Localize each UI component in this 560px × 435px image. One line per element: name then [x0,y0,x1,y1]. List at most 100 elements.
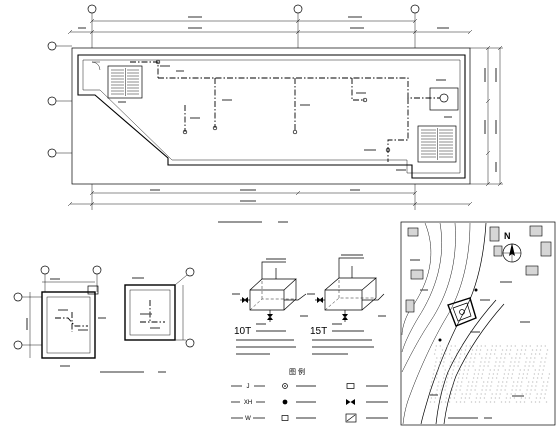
legend-row: J [231,383,355,390]
compass-north-label: N [504,231,511,241]
grid-line [56,13,416,210]
riser-symbol [362,97,368,103]
valve-symbol [317,297,323,303]
grid-bubble [47,148,57,158]
stair-enclosure [417,125,457,163]
valve-symbol [267,314,273,320]
top-dimension-line [67,18,473,35]
right-dimension-line [470,45,503,187]
grid-bubble [13,292,23,302]
building-footprint [493,245,503,257]
grid-bubble [13,340,23,350]
parapet-line [82,59,461,174]
site-marker [459,309,465,315]
pipe-line [351,78,365,101]
building-footprint [525,265,539,276]
site-plan: N [400,221,556,426]
tank-10t-isometric: 10T [234,261,307,337]
tank-15t-label: 15T [310,326,327,337]
fire-water-pipes [130,59,440,162]
legend-symbol-dot [284,385,286,387]
tank-room-plan-left [13,265,102,359]
pipe-line [130,61,159,78]
building-outline [77,54,466,179]
valve-symbol [342,314,348,320]
legend-title: 图 例 [289,367,305,376]
grid-bubble [47,96,57,106]
stair-enclosure [107,65,143,99]
tank-hidden-edges [249,279,296,311]
project-site-inner [452,302,472,322]
legend-code: XH [244,400,252,406]
legend-symbol [281,415,289,421]
legend-row: XH [231,399,355,406]
riser-symbol [182,129,188,135]
riser-symbol [292,129,298,135]
riser-symbol [155,59,161,65]
grid-bubble [293,4,303,14]
tank-room [429,87,459,111]
grid-bubble [185,338,195,348]
pipe-line [55,317,88,327]
access-hatch [87,285,99,295]
room-wall-inner [46,296,91,354]
left-stair [91,61,143,99]
site-hatch [429,345,551,403]
plan-outer-frame [71,47,471,185]
site-marker [438,338,442,342]
legend-symbol [346,399,355,405]
legend-symbol [345,413,357,423]
legend-row: W [231,413,357,423]
room-wall-outer [124,284,176,341]
stair-treads [111,68,139,96]
building-footprint [489,226,500,242]
project-site [447,297,477,327]
building-footprint [407,227,419,237]
grid-bubble [92,265,102,275]
tank-pipe [315,257,385,322]
legend-symbol-arrow [346,414,356,422]
dimension-lines [67,18,503,207]
grid-line [174,274,188,341]
tank-10t-label: 10T [234,326,251,337]
pipe-line [387,98,409,162]
legend-symbol [282,399,288,405]
building-footprint [540,241,552,257]
riser-symbol [385,147,391,153]
road-edge [420,222,505,425]
room-wall-inner [129,289,171,336]
tank-box [249,278,297,311]
grid-axes [47,4,420,210]
illegible-annotation-marks [26,16,530,419]
grid-bubble [185,267,195,277]
building-footprint [410,269,424,280]
roof-water-supply-plan [47,4,503,210]
grid-bubble [40,265,50,275]
tank-hidden-edges [324,278,376,311]
building-footprint [405,299,415,313]
grid-bubble [87,4,97,14]
legend: 图 例 J XH W [231,367,357,423]
riser-symbol [212,125,218,131]
tank-room-plan-right [124,267,195,348]
bottom-dimension-line [67,190,473,207]
legend-code: W [245,416,251,422]
tank-15t-isometric: 15T [310,257,385,337]
north-compass: N [502,231,522,263]
tank-box [324,277,377,311]
grid-bubble [410,4,420,14]
legend-symbol [282,383,288,389]
room-wall-outer [41,291,96,359]
site-buildings [405,225,552,342]
site-marker [474,288,478,292]
compass-cross [503,244,521,262]
legend-code: J [247,384,250,390]
grid-bubble [47,41,57,51]
valve-symbol [242,297,248,303]
right-stair [417,87,459,163]
stair-treads [421,128,453,160]
grid-line [22,274,98,358]
legend-symbol [346,383,355,389]
pipe-line [158,77,440,99]
